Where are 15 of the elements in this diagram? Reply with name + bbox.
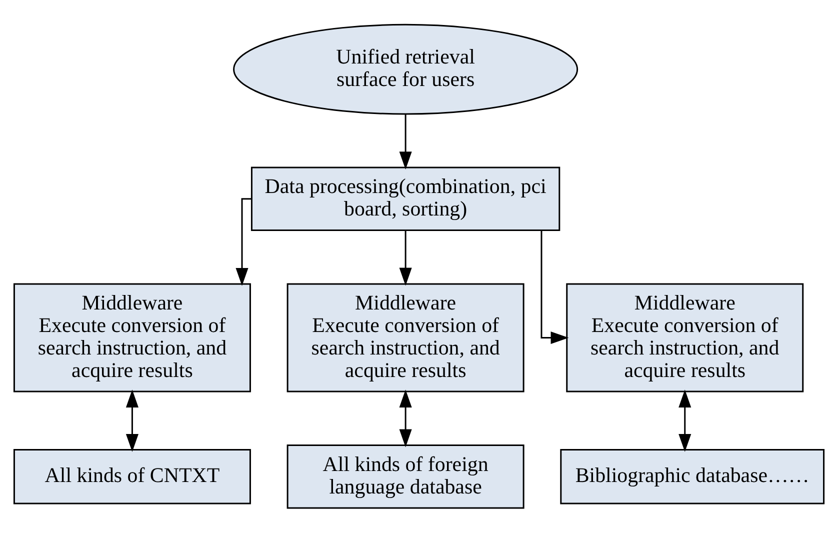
node-box: Bibliographic database……: [560, 449, 825, 504]
node-box: All kinds of foreign language database: [286, 444, 524, 509]
node-box: Middleware Execute conversion of search instruction, and acquire results: [13, 283, 251, 392]
node-ellipse: Unified retrieval surface for users: [233, 24, 578, 115]
node-box: Middleware Execute conversion of search instruction, and acquire results: [566, 283, 804, 392]
arrow: [399, 114, 412, 170]
arrow: [399, 230, 412, 286]
node-box: All kinds of CNTXT: [13, 449, 251, 504]
arrow: [678, 390, 692, 452]
arrow: [399, 390, 412, 448]
arrow: [540, 230, 569, 344]
arrow: [126, 390, 138, 452]
arrow: [236, 198, 252, 286]
node-box: Middleware Execute conversion of search instruction, and acquire results: [286, 283, 524, 392]
node-box: Data processing(combination, pci board, sorting): [250, 166, 560, 231]
